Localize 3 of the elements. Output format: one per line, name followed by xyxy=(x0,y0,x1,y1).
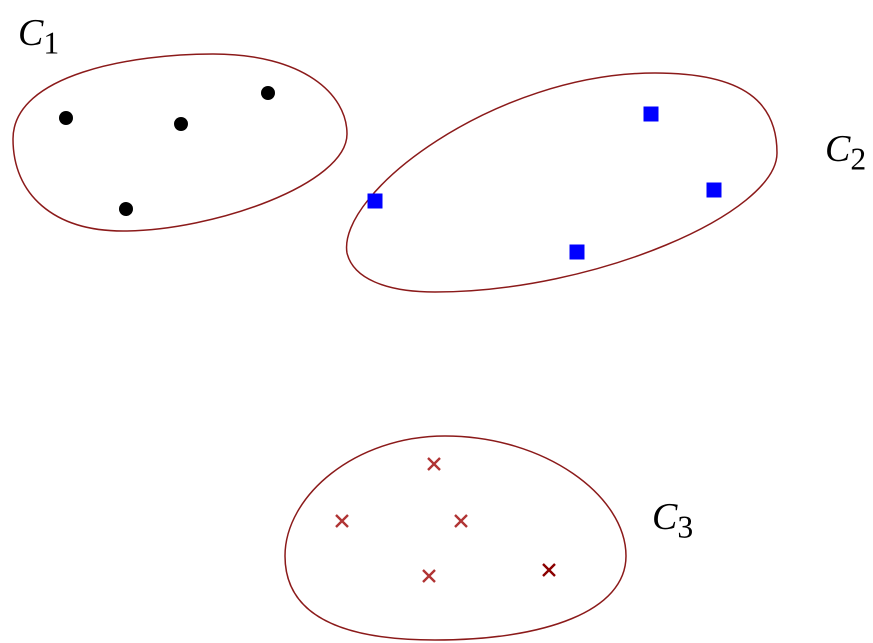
cluster-label: C$_{3}$ xyxy=(652,498,694,544)
cluster-label: C$_{2}$ xyxy=(825,130,866,176)
cluster-label: C$_{1}$ xyxy=(18,14,60,60)
